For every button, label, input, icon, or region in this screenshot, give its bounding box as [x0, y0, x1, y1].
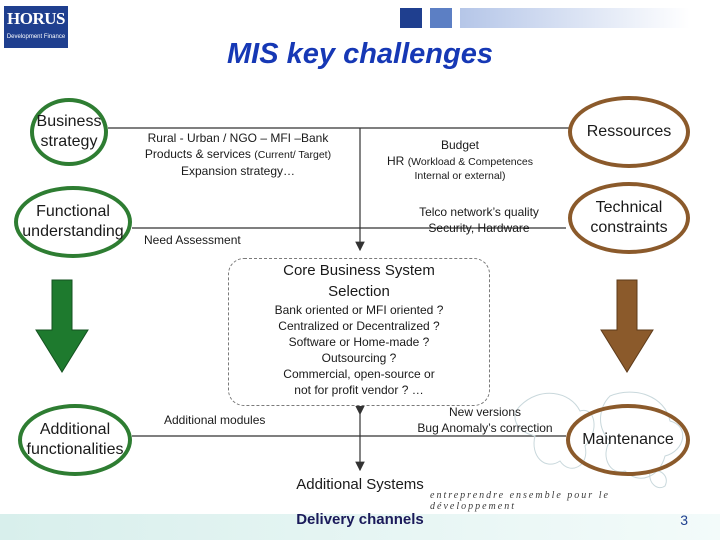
rural-urban-text: Rural - Urban / NGO – MFI –Bank: [147, 131, 329, 145]
logo-tagline: Development Finance: [6, 34, 66, 40]
brown-down-arrow: [600, 279, 654, 373]
core-question: Commercial, open-source or: [283, 367, 435, 381]
core-heading-line-1: Core Business System: [283, 262, 435, 279]
resources-details: Budget HR (Workload & Competences Intern…: [368, 137, 552, 183]
budget-text: Budget: [440, 138, 480, 152]
slogan-text: entreprendre ensemble pour le développem…: [430, 490, 610, 512]
functional-understanding-label: Functional understanding: [22, 203, 124, 240]
page-title: MIS key challenges: [227, 38, 493, 70]
maintenance-oval: Maintenance: [566, 404, 690, 476]
footer-band: [0, 514, 720, 540]
core-question: Outsourcing ?: [321, 351, 397, 365]
telco-details: Telco network’s quality Security, Hardwa…: [396, 204, 562, 236]
core-question: Bank oriented or MFI oriented ?: [274, 303, 444, 317]
core-question: not for profit vendor ? …: [294, 383, 424, 397]
additional-systems-text: Additional Systems: [296, 476, 424, 493]
core-questions: Bank oriented or MFI oriented ? Centrali…: [228, 302, 490, 398]
page-number: 3: [680, 512, 688, 528]
security-hardware-text: Security, Hardware: [428, 221, 530, 235]
hr-text: HR (Workload & Competences: [387, 154, 533, 168]
business-strategy-oval: Business strategy: [30, 98, 108, 166]
functional-understanding-oval: Functional understanding: [14, 186, 132, 258]
delivery-channels-text: Delivery channels: [296, 511, 424, 528]
core-question: Centralized or Decentralized ?: [278, 319, 440, 333]
need-assessment-text: Need Assessment: [144, 233, 241, 247]
core-question: Software or Home-made ?: [288, 335, 430, 349]
products-services-text: Products & services (Current/ Target): [144, 147, 332, 161]
horus-logo: HORUS Development Finance: [4, 6, 68, 48]
technical-constraints-oval: Technical constraints: [568, 182, 690, 254]
expansion-strategy-text: Expansion strategy…: [180, 164, 296, 178]
ressources-label: Ressources: [586, 123, 672, 140]
core-system-box: [228, 258, 490, 406]
core-heading: Core Business System Selection: [228, 260, 490, 302]
green-down-arrow: [35, 279, 89, 373]
technical-constraints-label: Technical constraints: [590, 199, 668, 236]
telco-quality-text: Telco network’s quality: [419, 205, 539, 219]
maintenance-label: Maintenance: [582, 431, 674, 448]
bug-correction-text: Bug Anomaly’s correction: [417, 421, 553, 435]
hr-internal-external-text: Internal or external): [414, 170, 506, 182]
header-decoration: [400, 8, 690, 28]
ressources-oval: Ressources: [568, 96, 690, 168]
additional-functionalities-oval: Additional functionalities: [18, 404, 132, 476]
maintenance-details: New versions Bug Anomaly’s correction: [400, 404, 570, 436]
logo-brand: HORUS: [7, 9, 65, 28]
new-versions-text: New versions: [448, 405, 522, 419]
business-strategy-label: Business strategy: [36, 113, 102, 150]
additional-modules-text: Additional modules: [164, 413, 266, 427]
additional-functionalities-label: Additional functionalities: [26, 421, 124, 458]
core-heading-line-2: Selection: [328, 283, 390, 300]
business-strategy-details: Rural - Urban / NGO – MFI –Bank Products…: [118, 130, 358, 179]
